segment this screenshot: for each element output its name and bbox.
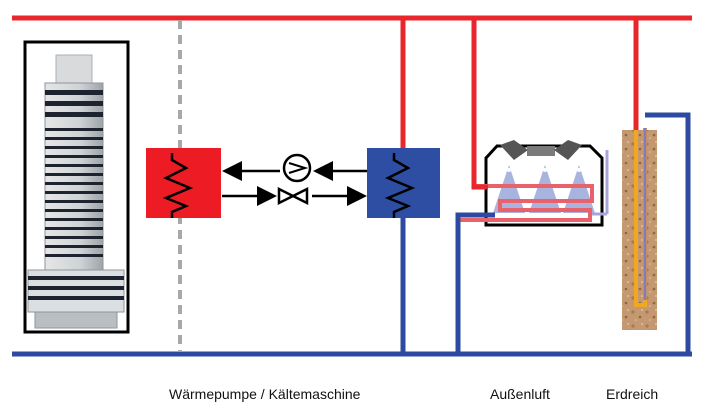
ground-return — [645, 112, 691, 354]
air-supply — [471, 18, 488, 190]
dry-cooler-icon — [460, 140, 604, 227]
building-icon — [23, 40, 130, 334]
air-return — [455, 212, 495, 354]
expansion-valve-icon — [277, 186, 309, 206]
ground-label: Erdreich — [606, 386, 659, 402]
outdoor-air-label: Außenluft — [490, 386, 550, 402]
ground-probe-icon — [622, 18, 657, 330]
condenser-heat-exchanger-icon — [146, 148, 221, 218]
evaporator-heat-exchanger-icon — [367, 148, 440, 218]
compressor-icon — [282, 153, 312, 183]
heat-pump-label: Wärmepumpe / Kältemaschine — [169, 386, 361, 402]
